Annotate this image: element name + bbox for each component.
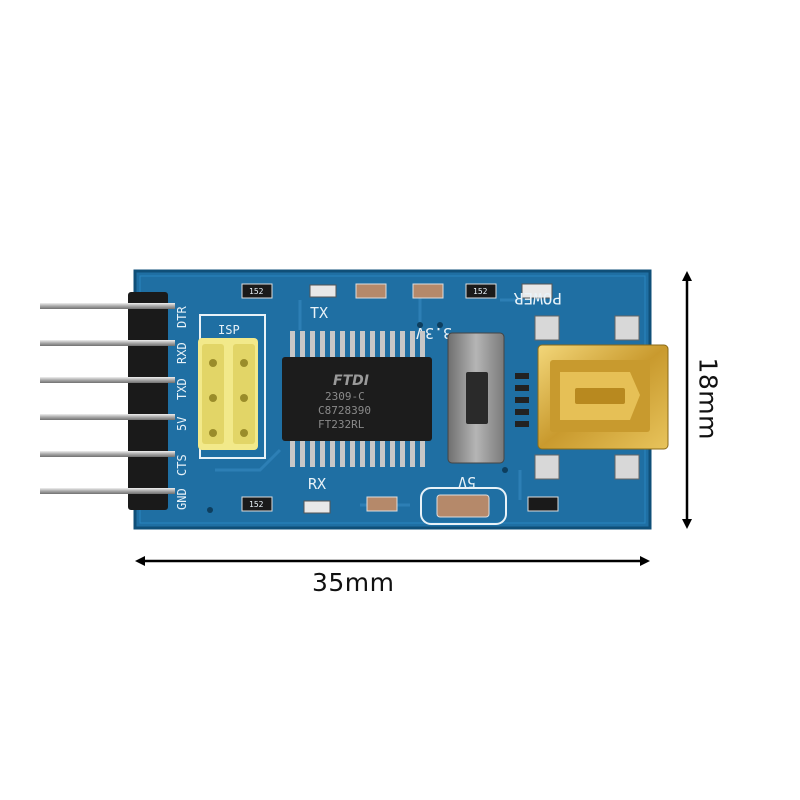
voltage-slide-switch — [447, 332, 529, 464]
chip-line-2: C8728390 — [318, 404, 371, 417]
pin-label-txd: TXD — [175, 378, 189, 400]
pin-label-dtr: DTR — [175, 306, 189, 328]
header-pin-5 — [40, 451, 175, 457]
v5-block: 5V — [420, 473, 507, 525]
tx-indicator: TX — [309, 284, 337, 322]
pin-label-cts: CTS — [175, 454, 189, 476]
header-pin-1 — [40, 303, 175, 309]
chip-line-3: FT232RL — [318, 418, 365, 431]
isp-label: ISP — [218, 323, 240, 337]
smd-code-1: 152 — [249, 287, 264, 296]
v5-label: 5V — [458, 473, 476, 491]
width-label: 35mm — [312, 568, 395, 597]
mini-usb-connector — [537, 344, 669, 450]
pin-label-5v: 5V — [175, 417, 189, 431]
pin-label-gnd: GND — [175, 488, 189, 510]
header-pin-3 — [40, 377, 175, 383]
power-label: POWER — [513, 289, 562, 308]
chip-line-1: 2309-C — [325, 390, 365, 403]
rx-indicator: RX — [303, 475, 331, 514]
smd-components: 152 152 152 — [241, 283, 640, 512]
chip-brand: FTDI — [333, 373, 369, 389]
height-label: 18mm — [693, 357, 723, 441]
pin-labels: GND CTS 5V TXD RXD DTR — [175, 306, 189, 510]
tx-label: TX — [310, 304, 328, 322]
chip-pins-bottom — [290, 437, 425, 467]
smd-code-3: 152 — [249, 500, 264, 509]
rx-label: RX — [308, 475, 326, 493]
header-pin-6 — [40, 488, 175, 494]
ftdi-chip: FTDI 2309-C C8728390 FT232RL — [282, 331, 432, 467]
chip-pins-top — [290, 331, 425, 361]
header-pin-2 — [40, 340, 175, 346]
pin-label-rxd: RXD — [175, 342, 189, 364]
isp-jumper: ISP — [198, 314, 266, 459]
pin-header — [40, 292, 175, 510]
header-pin-4 — [40, 414, 175, 420]
smd-code-2: 152 — [473, 287, 488, 296]
